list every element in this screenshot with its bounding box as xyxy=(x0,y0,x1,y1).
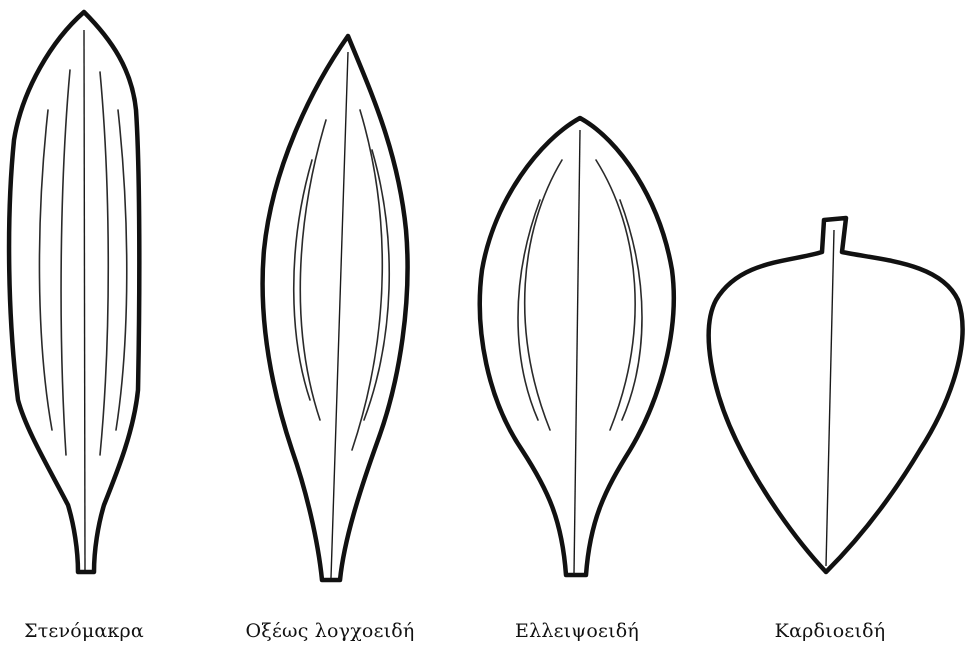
leaf-outline xyxy=(263,36,408,580)
caption-narrow-long: Στενόμακρα xyxy=(24,620,144,642)
leaf-midrib xyxy=(84,30,85,570)
caption-elliptic: Ελλειψοειδή xyxy=(515,620,639,642)
leaf-cordate xyxy=(709,218,963,572)
caption-acute-lanceolate: Οξέως λογχοειδή xyxy=(246,620,415,642)
leaf-outline xyxy=(709,218,963,572)
leaf-narrow-long xyxy=(9,12,139,572)
leaf-outline xyxy=(9,12,139,572)
leaf-elliptic xyxy=(480,118,674,575)
caption-cordate: Καρδιοειδή xyxy=(775,620,886,642)
leaf-acute-lanceolate xyxy=(263,36,408,580)
